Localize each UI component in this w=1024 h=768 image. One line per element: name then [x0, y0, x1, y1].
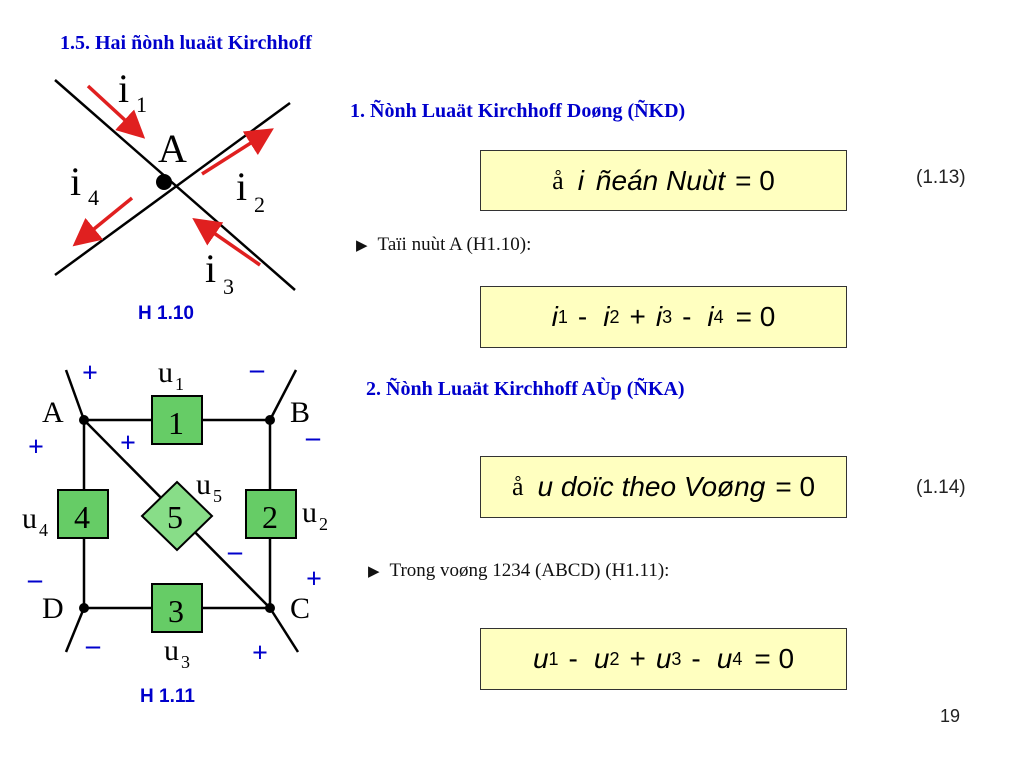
kcl-formula-text: ñeán Nuùt — [595, 164, 726, 196]
arrow-i2 — [201, 128, 274, 176]
node-c-label: C — [290, 592, 310, 625]
bullet-arrow-icon: ▶ — [368, 564, 380, 580]
svg-text:3: 3 — [181, 652, 190, 672]
svg-text:5: 5 — [213, 486, 222, 506]
kcl-bullet-text: Taïi nuùt A (H1.10): — [377, 234, 532, 255]
svg-text:u: u — [196, 468, 211, 501]
arrow-i4 — [72, 196, 134, 247]
label-i2: i — [236, 164, 247, 209]
kvl-bullet-text: Trong voøng 1234 (ABCD) (H1.11): — [389, 560, 670, 581]
sum-symbol: å — [552, 165, 564, 195]
svg-text:–: – — [227, 536, 243, 567]
element-5 — [140, 480, 214, 552]
label-i4-sub: 4 — [88, 185, 99, 210]
svg-text:–: – — [27, 564, 43, 595]
kcl-title: 1. Ñònh Luaät Kirchhoff Doøng (ÑKD) — [350, 100, 686, 122]
caption-h1-11: H 1.11 — [140, 686, 195, 707]
kvl-formula-box: å u doïc theo Voøng = 0 — [480, 456, 847, 518]
svg-text:5: 5 — [167, 499, 183, 535]
svg-text:1: 1 — [168, 405, 184, 441]
svg-text:u: u — [302, 496, 317, 529]
arrow-i1 — [86, 84, 146, 139]
svg-text:2: 2 — [319, 514, 328, 534]
node-a-dot — [156, 174, 172, 190]
kcl-eq-number: (1.13) — [916, 167, 966, 188]
element-4 — [57, 489, 109, 539]
sum-symbol: å — [511, 472, 524, 501]
svg-text:2: 2 — [262, 499, 278, 535]
svg-text:+: + — [82, 358, 98, 389]
caption-h1-10: H 1.10 — [138, 303, 194, 324]
kvl-title: 2. Ñònh Luaät Kirchhoff AÙp (ÑKA) — [366, 378, 685, 400]
svg-text:u: u — [158, 356, 173, 389]
svg-text:+: + — [28, 432, 44, 463]
svg-text:u: u — [22, 502, 37, 535]
section-title: 1.5. Hai ñònh luaät Kirchhoff — [60, 32, 312, 54]
label-i1-sub: 1 — [136, 92, 147, 117]
svg-text:1: 1 — [175, 374, 184, 394]
kvl-formula-eq: = 0 — [775, 471, 816, 502]
kcl-bullet: ▶ Taïi nuùt A (H1.10): — [356, 234, 531, 256]
label-i1: i — [118, 66, 129, 111]
label-i3-sub: 3 — [223, 274, 234, 299]
svg-text:–: – — [85, 630, 101, 661]
svg-text:–: – — [305, 422, 321, 453]
svg-text:u: u — [164, 634, 179, 667]
kvl-bullet: ▶ Trong voøng 1234 (ABCD) (H1.11): — [368, 560, 669, 582]
svg-text:3: 3 — [168, 593, 184, 629]
svg-text:–: – — [249, 354, 265, 385]
svg-text:4: 4 — [74, 499, 90, 535]
svg-text:4: 4 — [39, 520, 48, 540]
node-d-label: D — [42, 592, 64, 625]
svg-text:+: + — [306, 564, 322, 595]
node-b-label: B — [290, 396, 310, 429]
figure-h1-10: i 1 A i 2 i 3 i 4 — [54, 66, 296, 299]
label-i4: i — [70, 159, 81, 204]
svg-text:+: + — [252, 638, 268, 669]
element-1 — [151, 395, 203, 445]
bullet-arrow-icon: ▶ — [356, 238, 368, 254]
kcl-formula-eq: = 0 — [735, 164, 775, 196]
kcl-formula-box: å i ñeán Nuùt = 0 — [480, 150, 847, 211]
wire-diagonal-1 — [54, 79, 296, 291]
kcl-formula-i: i — [577, 164, 584, 196]
label-i3: i — [205, 246, 216, 291]
page-number: 19 — [940, 706, 961, 726]
node-a-label: A — [42, 396, 64, 429]
label-node-a: A — [158, 126, 187, 171]
kvl-formula-text: u doïc theo Voøng — [537, 471, 766, 502]
kvl-eq-number: (1.14) — [916, 477, 966, 498]
arrow-i3 — [192, 218, 261, 267]
svg-text:+: + — [120, 428, 136, 459]
element-3 — [151, 583, 203, 633]
label-i2-sub: 2 — [254, 192, 265, 217]
element-2 — [245, 489, 297, 539]
